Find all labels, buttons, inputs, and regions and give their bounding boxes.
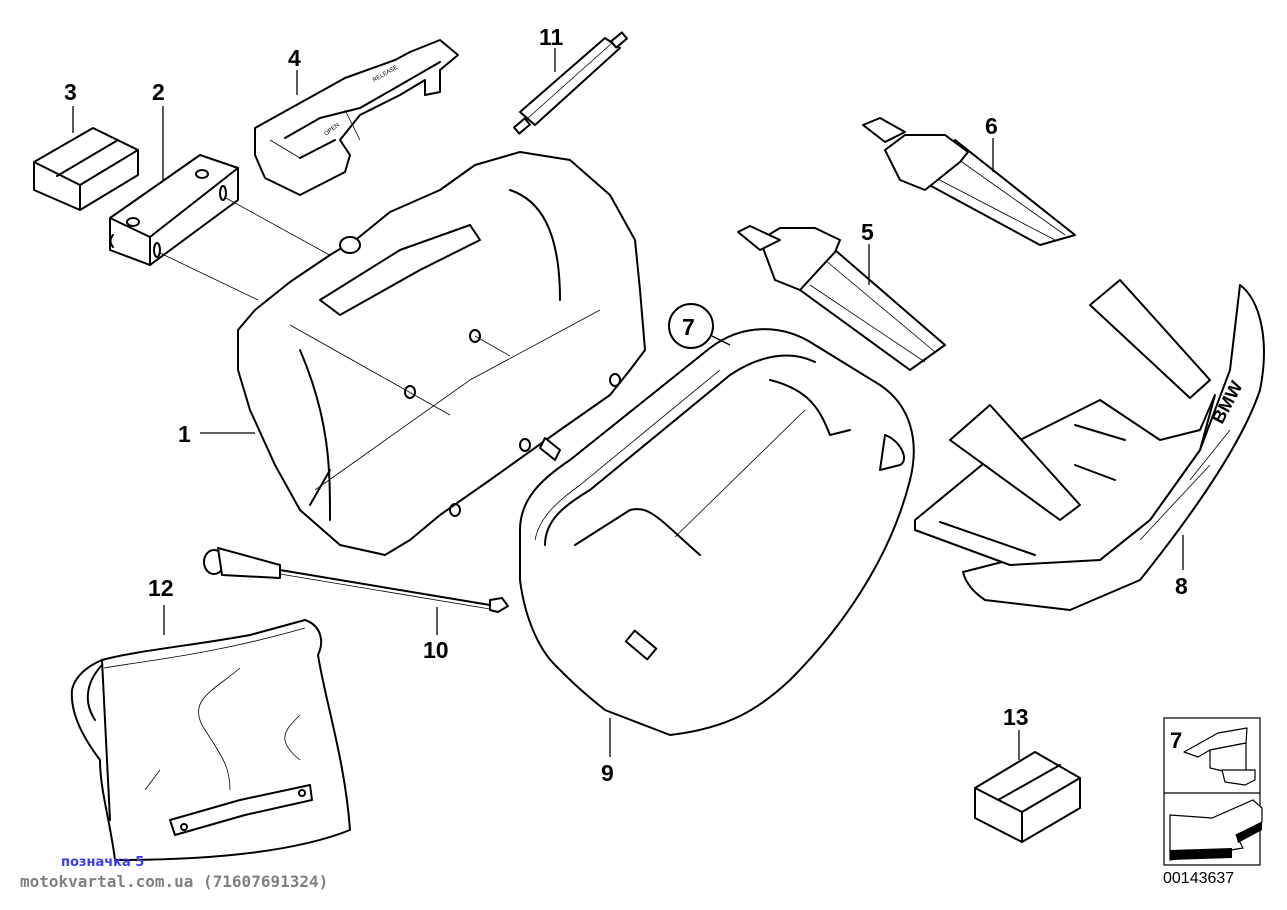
part-label-7: 7 [682, 314, 695, 340]
part-label-2[interactable]: 2 [152, 79, 165, 105]
legend-box: 7 [1163, 717, 1263, 866]
clip-detail-icon [1183, 727, 1256, 786]
part-label-9[interactable]: 9 [601, 760, 614, 786]
watermark-label: позначка 5 [61, 855, 145, 870]
part-7-callout[interactable]: 7 [668, 303, 731, 349]
legend-ref-label: 7 [1170, 728, 1182, 753]
part-6-strap[interactable] [862, 117, 1076, 246]
watermark-site: motokvartal.com.ua (71607691324) [20, 872, 329, 891]
part-label-4[interactable]: 4 [288, 45, 301, 71]
part-4-clip-cover[interactable] [254, 39, 459, 196]
part-label-3[interactable]: 3 [64, 79, 77, 105]
part-3-box[interactable] [33, 127, 139, 211]
part-label-10[interactable]: 10 [423, 637, 449, 663]
part-label-11[interactable]: 11 [539, 24, 564, 50]
part-8-carrier[interactable] [914, 279, 1265, 611]
part-5-strap[interactable] [737, 225, 946, 371]
part-10-cable[interactable] [203, 547, 509, 613]
part-label-12[interactable]: 12 [148, 575, 174, 601]
part-9-case-lid[interactable] [519, 328, 915, 736]
part-11-strip[interactable] [513, 31, 628, 135]
part-1-inner-shell[interactable] [237, 151, 646, 556]
part-label-13[interactable]: 13 [1003, 704, 1029, 730]
part-label-8[interactable]: 8 [1175, 573, 1188, 599]
part-label-6[interactable]: 6 [985, 113, 998, 139]
part-2-bracket[interactable] [109, 154, 239, 266]
part-label-1[interactable]: 1 [178, 421, 191, 447]
part-12-inner-bag[interactable] [70, 619, 351, 861]
part-13-box[interactable] [974, 751, 1081, 843]
direction-arrow-icon [1169, 799, 1263, 861]
part-label-5[interactable]: 5 [861, 219, 874, 245]
diagram-number: 00143637 [1163, 870, 1235, 887]
